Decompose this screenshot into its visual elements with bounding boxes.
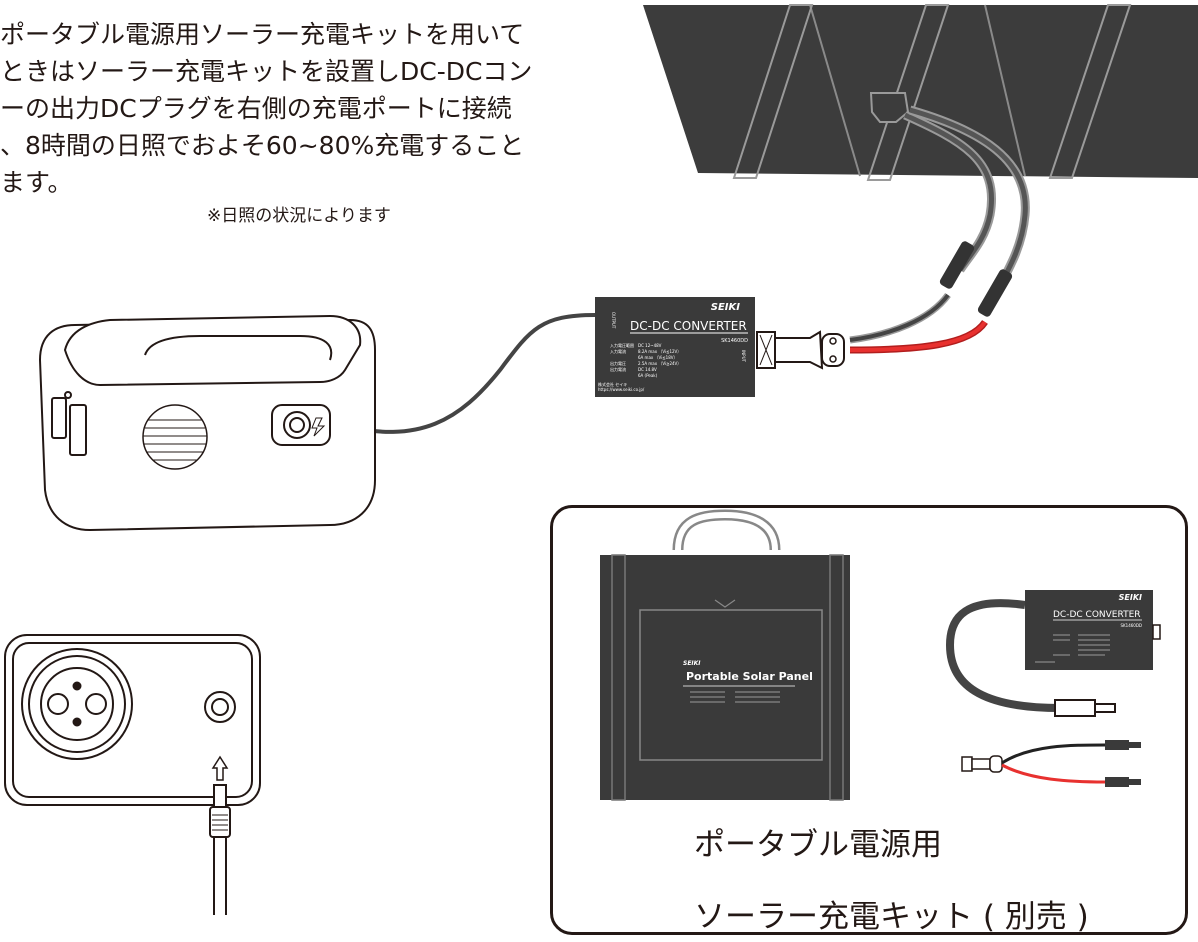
spec-label: 出力電圧 (610, 360, 626, 366)
kit-title-line1: ポータブル電源用 (694, 827, 942, 863)
kit-input-cable (961, 740, 1141, 787)
kit-box (550, 505, 1188, 935)
converter-output-label: OUTPUT (611, 312, 616, 329)
converter-model: SK1460DD (721, 338, 748, 344)
intro-line: ーの出力DCプラグを右側の充電ポートに接続 (0, 94, 512, 123)
intro-line: ます。 (0, 168, 73, 197)
converter-url: https://www.seiki.co.jp/ (598, 387, 645, 392)
panel-brand: SEIKI (683, 660, 701, 667)
converter-title: DC-DC CONVERTER (630, 319, 747, 333)
converter-maker: 株式会社 セイキ (598, 381, 627, 387)
kit-title-line2: ソーラー充電キット ( 別売 ) (694, 899, 1089, 935)
dc-dc-converter: SEIKI DC-DC CONVERTER SK1460DD OUTPUT IN… (595, 297, 755, 397)
panel-name: Portable Solar Panel (686, 670, 813, 683)
intro-line: 、8時間の日照でおよそ60~80%充電すること (0, 131, 525, 160)
panel-cables (849, 105, 1030, 354)
port-closeup (4, 634, 261, 915)
spec-label: 入力電圧範囲 (610, 342, 634, 348)
kit-converter-model: SK1460DD (1120, 623, 1142, 628)
converter-input-label: INPUT (741, 350, 746, 363)
kit-solar-panel: SEIKI Portable Solar Panel (600, 509, 850, 801)
kit-converter: SEIKI DC-DC CONVERTER SK1460DD (945, 590, 1161, 717)
output-cable (339, 313, 596, 434)
spec-value: DC 14.8V (638, 367, 657, 372)
kit-converter-title: DC-DC CONVERTER (1053, 610, 1141, 620)
power-station (38, 314, 376, 532)
spec-value: DC 12~48V (638, 343, 662, 348)
intro-line: ポータブル電源用ソーラー充電キットを用いて (0, 20, 525, 49)
spec-label: 入力電流 (610, 348, 626, 354)
sunlight-note: ※日照の状況によります (207, 206, 391, 226)
kit-converter-brand: SEIKI (1119, 593, 1142, 602)
spec-value: 6A (Peak) (638, 373, 658, 378)
spec-value: 8.2A max （Vi≦12V） (638, 349, 681, 354)
intro-line: ときはソーラー充電キットを設置しDC-DCコン (0, 57, 533, 86)
input-plug (756, 330, 845, 370)
intro-text: ポータブル電源用ソーラー充電キットを用いて ときはソーラー充電キットを設置しDC… (0, 16, 560, 201)
converter-brand: SEIKI (711, 302, 741, 313)
solar-panel (643, 4, 1198, 181)
kit-title: ポータブル電源用 ソーラー充電キット ( 別売 ) (694, 825, 1089, 937)
spec-value: 6A max （Vi≦18V） (638, 355, 677, 360)
spec-value: 2.5A max （Vi≧24V） (638, 361, 681, 366)
spec-label: 出力電流 (610, 366, 626, 372)
